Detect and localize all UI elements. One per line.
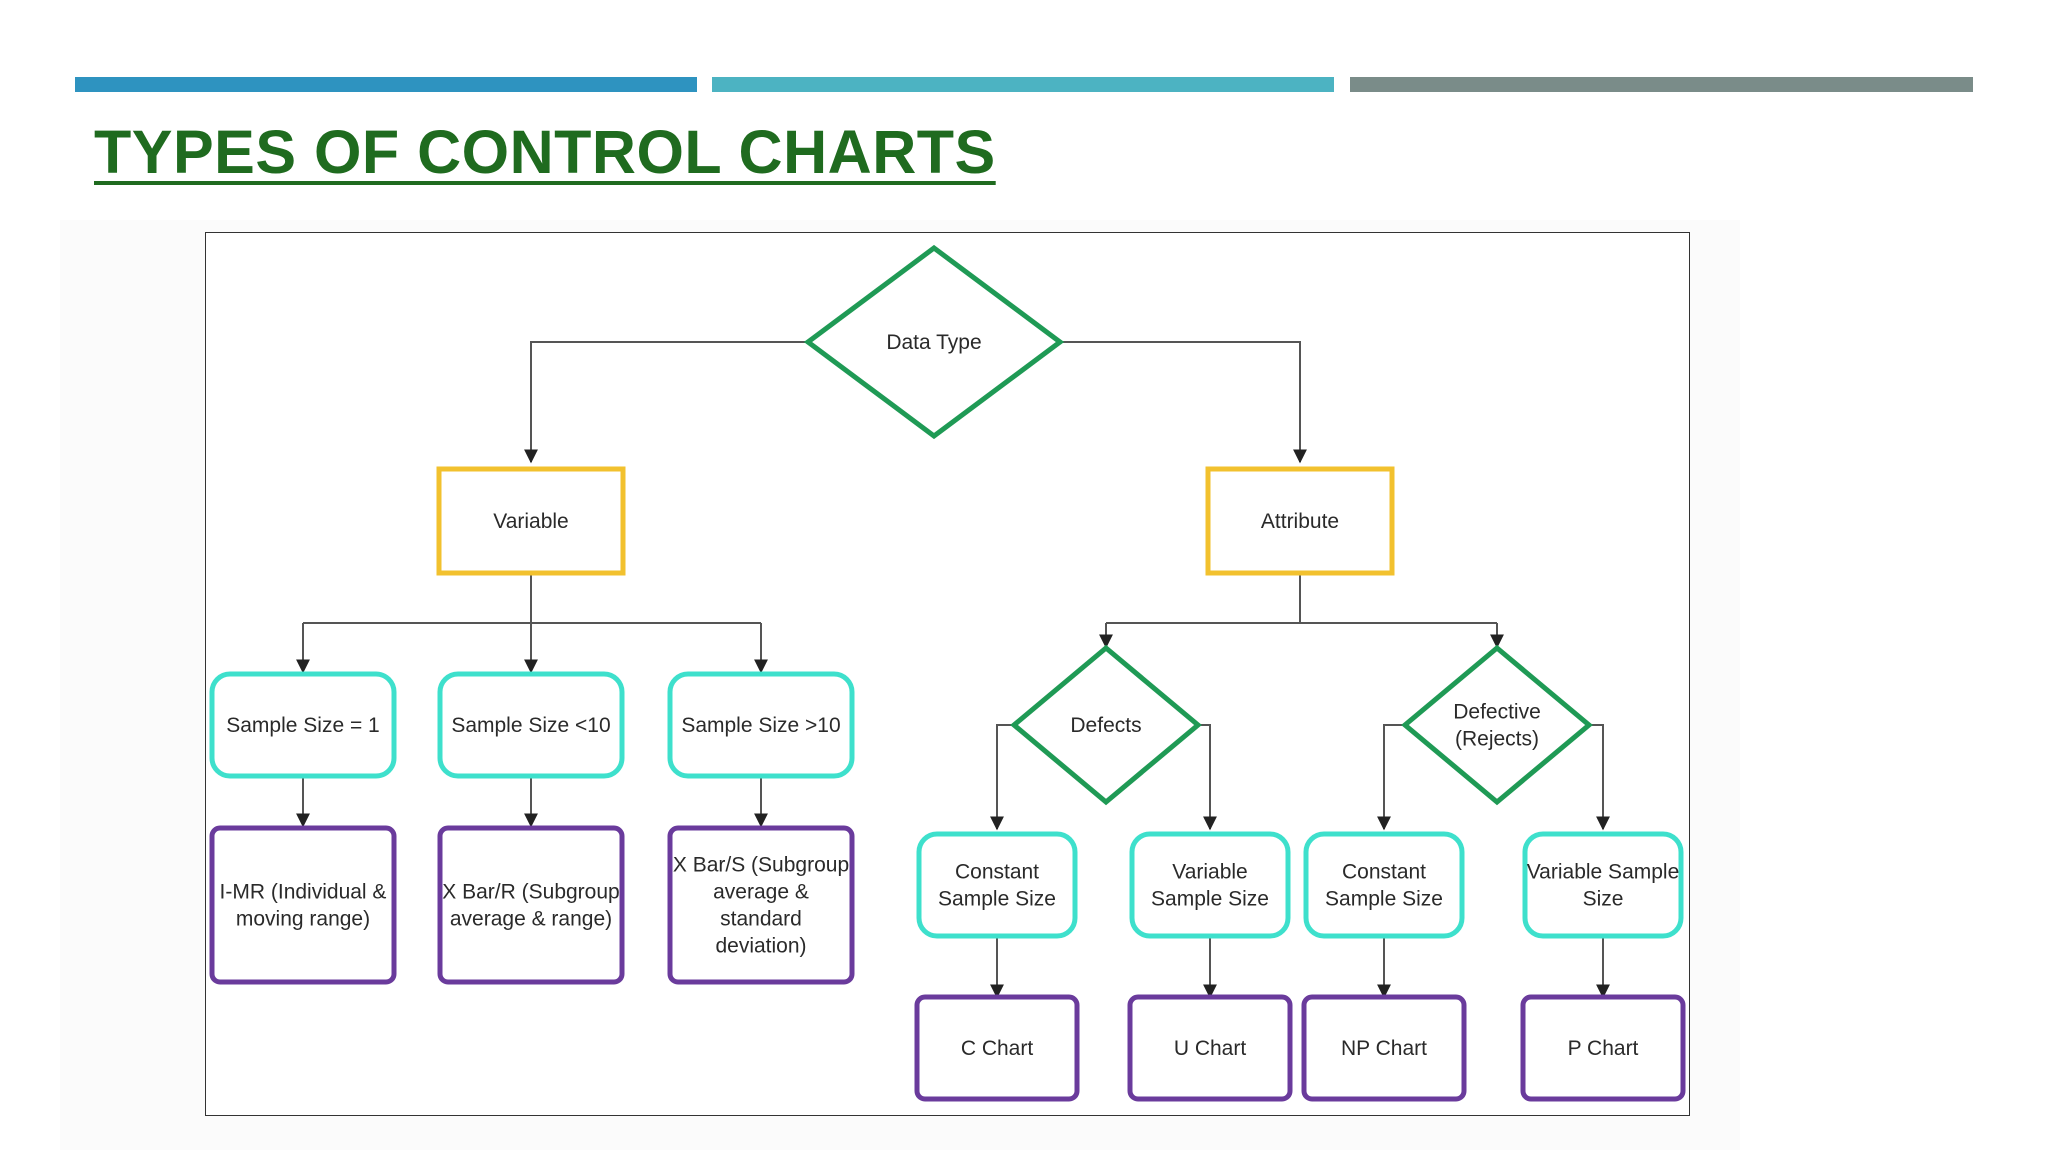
attribute-chart-box-2 [1127,994,1293,1102]
attribute-chart-box-1 [914,994,1080,1102]
variable-condition-box-2 [437,671,625,779]
connector-defects-variable [1198,724,1217,831]
data-type-decision-label: Data Type [886,331,981,354]
accent-bar-teal [712,77,1334,92]
attribute-category-box [1205,466,1395,576]
accent-bar-blue [75,77,697,92]
connector-datatype-attribute [1060,341,1307,464]
attribute-condition-box-1 [916,831,1078,939]
variable-category-box [436,466,626,576]
connector-datatype-variable [524,341,808,464]
connector-defective-variable [1589,724,1610,831]
attribute-category-box-label: Attribute [1261,510,1339,533]
attribute-chart-box-3 [1301,994,1467,1102]
variable-condition-box-1-label: Sample Size = 1 [226,714,380,737]
attribute-chart-box-4-label: P Chart [1568,1037,1639,1060]
defects-decision-label: Defects [1070,714,1141,737]
data-type-decision [803,244,1065,440]
slide-title: TYPES OF CONTROL CHARTS [94,118,996,186]
attribute-condition-box-3 [1303,831,1465,939]
variable-condition-box-3-label: Sample Size >10 [681,714,840,737]
defects-decision [1010,644,1202,806]
variable-chart-box-1 [209,825,397,985]
connector-defects-constant [990,724,1014,831]
variable-chart-box-3 [667,825,855,985]
attribute-chart-box-2-label: U Chart [1174,1037,1247,1060]
variable-condition-box-3 [667,671,855,779]
defective-decision [1401,644,1593,806]
defective-decision-label: Defective(Rejects) [1453,701,1541,751]
connector-defective-constant [1377,724,1405,831]
accent-bar-gray [1350,77,1973,92]
attribute-chart-box-4 [1520,994,1686,1102]
variable-category-box-label: Variable [493,510,569,533]
attribute-chart-box-3-label: NP Chart [1341,1037,1427,1060]
variable-condition-box-1 [209,671,397,779]
attribute-chart-box-1-label: C Chart [961,1037,1034,1060]
attribute-condition-box-2 [1129,831,1291,939]
variable-condition-box-2-label: Sample Size <10 [451,714,610,737]
variable-chart-box-1-label: I-MR (Individual &moving range) [220,881,387,931]
variable-chart-box-2 [437,825,625,985]
attribute-condition-box-4 [1522,831,1684,939]
